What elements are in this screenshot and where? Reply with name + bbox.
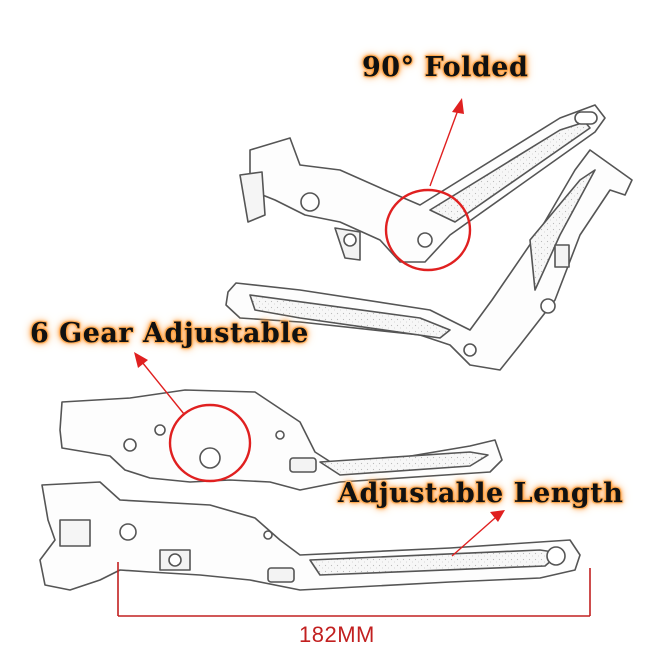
adjustable-length-label: Adjustable Length xyxy=(338,478,624,509)
folded-label: 90° Folded xyxy=(362,52,529,83)
dimension-bracket xyxy=(117,562,591,617)
folded-lever-top xyxy=(239,104,606,263)
callout-folded xyxy=(384,98,472,272)
lever-lower xyxy=(39,481,581,591)
callout-gear xyxy=(134,352,252,483)
folded-lever-middle xyxy=(225,149,633,371)
callout-length xyxy=(451,510,505,557)
dimension-label: 182MM xyxy=(299,622,375,647)
gear-adjustable-label: 6 Gear Adjustable xyxy=(30,318,309,349)
lever-upper xyxy=(59,389,503,491)
